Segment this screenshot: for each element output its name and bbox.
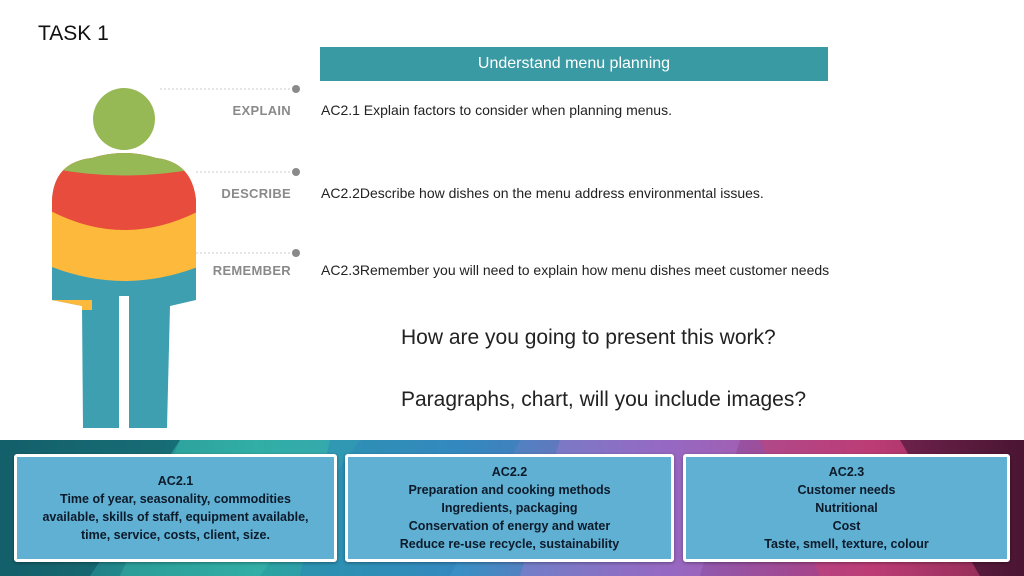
person-figure-icon [52,85,300,428]
card-ac22-line: Conservation of energy and water [408,519,611,533]
row-text-explain: AC2.1 Explain factors to consider when p… [321,102,672,118]
card-ac23-line: AC2.3 [828,465,865,479]
card-ac23-line: Taste, smell, texture, colour [764,537,929,551]
row-text-describe: AC2.2Describe how dishes on the menu add… [321,185,764,201]
card-ac22-line: Preparation and cooking methods [408,483,611,497]
question-present: How are you going to present this work? [401,326,776,349]
card-ac21-line: available, skills of staff, equipment av… [42,510,309,524]
task-label: TASK 1 [38,22,109,45]
row-key-remember: REMEMBER [212,263,291,278]
card-ac22: AC2.2 Preparation and cooking methods In… [345,454,674,562]
card-ac23-line: Cost [832,519,861,533]
card-ac21-line: AC2.1 [157,474,194,488]
card-ac21-line: Time of year, seasonality, commodities [60,492,291,506]
card-ac21-line: time, service, costs, client, size. [81,528,270,542]
row-text-remember: AC2.3Remember you will need to explain h… [321,262,830,278]
banner-title: Understand menu planning [320,47,828,81]
card-ac21: AC2.1 Time of year, seasonality, commodi… [14,454,337,562]
card-ac23-line: Customer needs [797,483,896,497]
card-ac23: AC2.3 Customer needs Nutritional Cost Ta… [683,454,1010,562]
question-format: Paragraphs, chart, will you include imag… [401,388,807,411]
card-ac22-line: AC2.2 [491,465,528,479]
row-key-describe: DESCRIBE [221,186,291,201]
row-key-explain: EXPLAIN [232,103,291,118]
card-ac22-line: Reduce re-use recycle, sustainability [399,537,620,551]
figure-head [93,88,155,150]
card-ac23-line: Nutritional [815,501,878,515]
card-ac22-line: Ingredients, packaging [441,501,578,515]
